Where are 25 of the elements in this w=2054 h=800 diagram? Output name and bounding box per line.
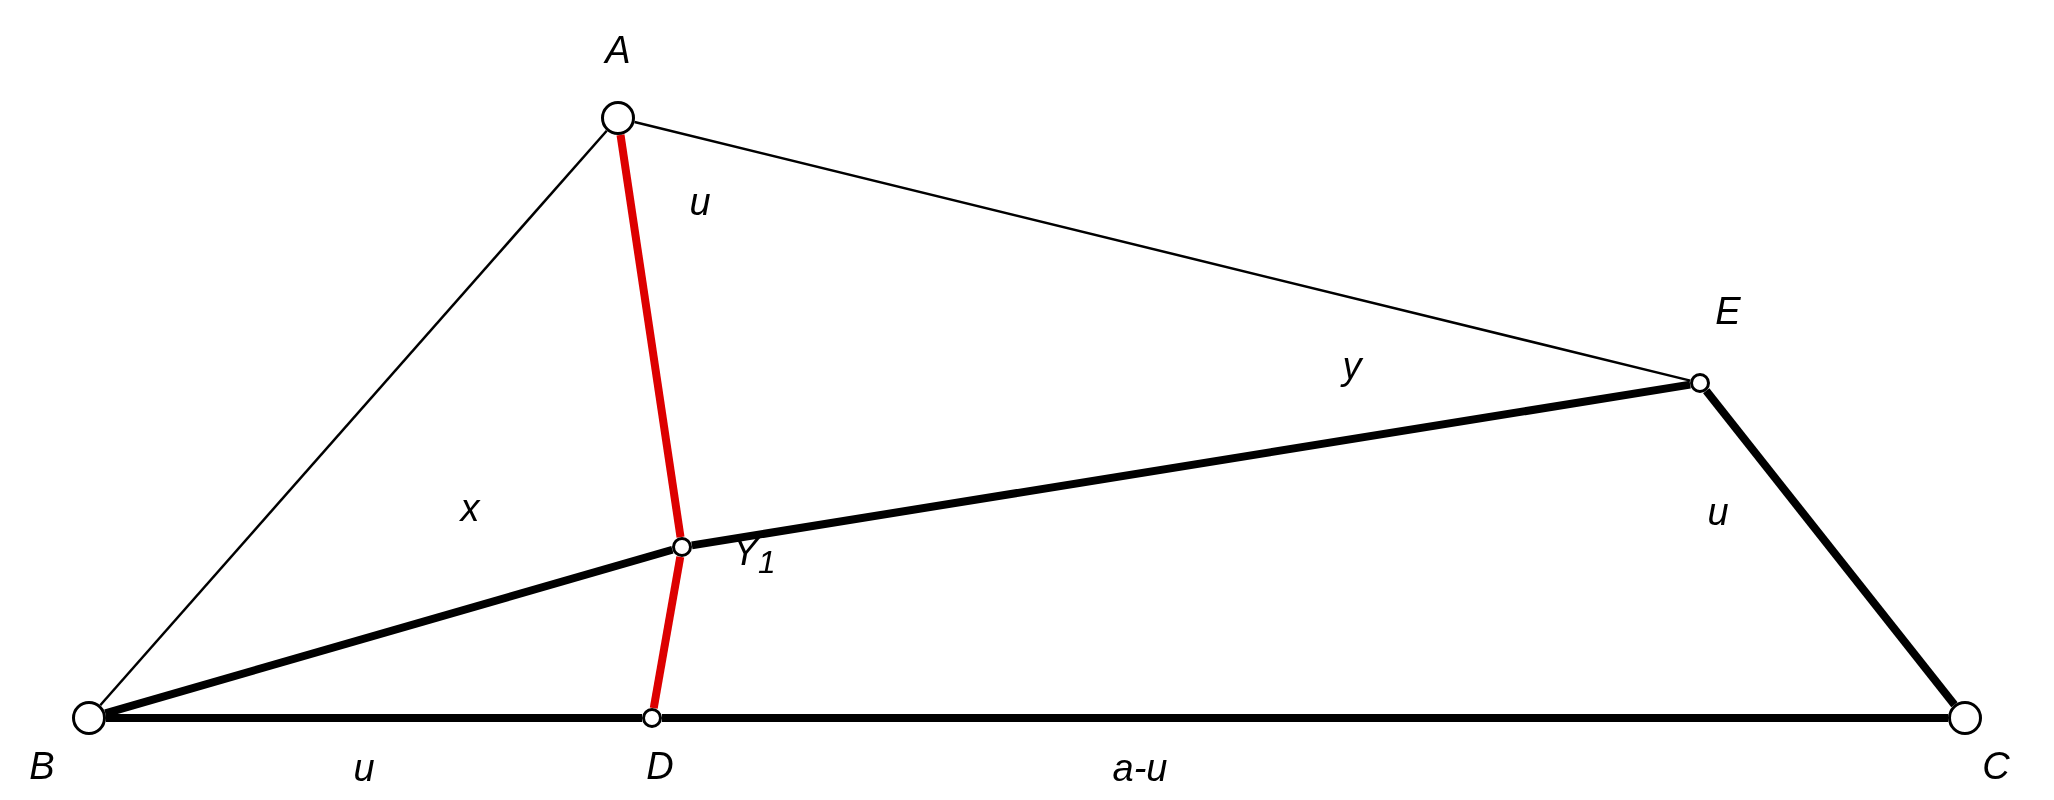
- segment-label: u: [353, 749, 375, 787]
- point-marker: [72, 701, 106, 735]
- line-segment: [634, 120, 1691, 382]
- line-segment: [106, 714, 642, 722]
- point-marker: [601, 101, 635, 135]
- segment-label: y: [1342, 347, 1362, 385]
- line-segment: [662, 714, 1948, 722]
- point-label: E: [1715, 292, 1741, 330]
- point-marker: [1690, 373, 1710, 393]
- line-segment: [616, 134, 685, 538]
- point-label: A: [605, 31, 631, 69]
- point-label: C: [1982, 747, 2010, 785]
- point-marker: [642, 708, 662, 728]
- segment-label: x: [460, 489, 480, 527]
- segment-label: u: [689, 183, 711, 221]
- line-segment: [649, 556, 685, 709]
- segment-label: a-u: [1112, 749, 1168, 787]
- point-label: D: [646, 747, 674, 785]
- line-segment: [691, 380, 1691, 550]
- point-marker: [672, 537, 692, 557]
- segment-label: u: [1707, 493, 1729, 531]
- point-label: B: [29, 747, 55, 785]
- point-marker: [1948, 701, 1982, 735]
- line-segment: [1703, 388, 1958, 708]
- line-segment: [99, 129, 608, 707]
